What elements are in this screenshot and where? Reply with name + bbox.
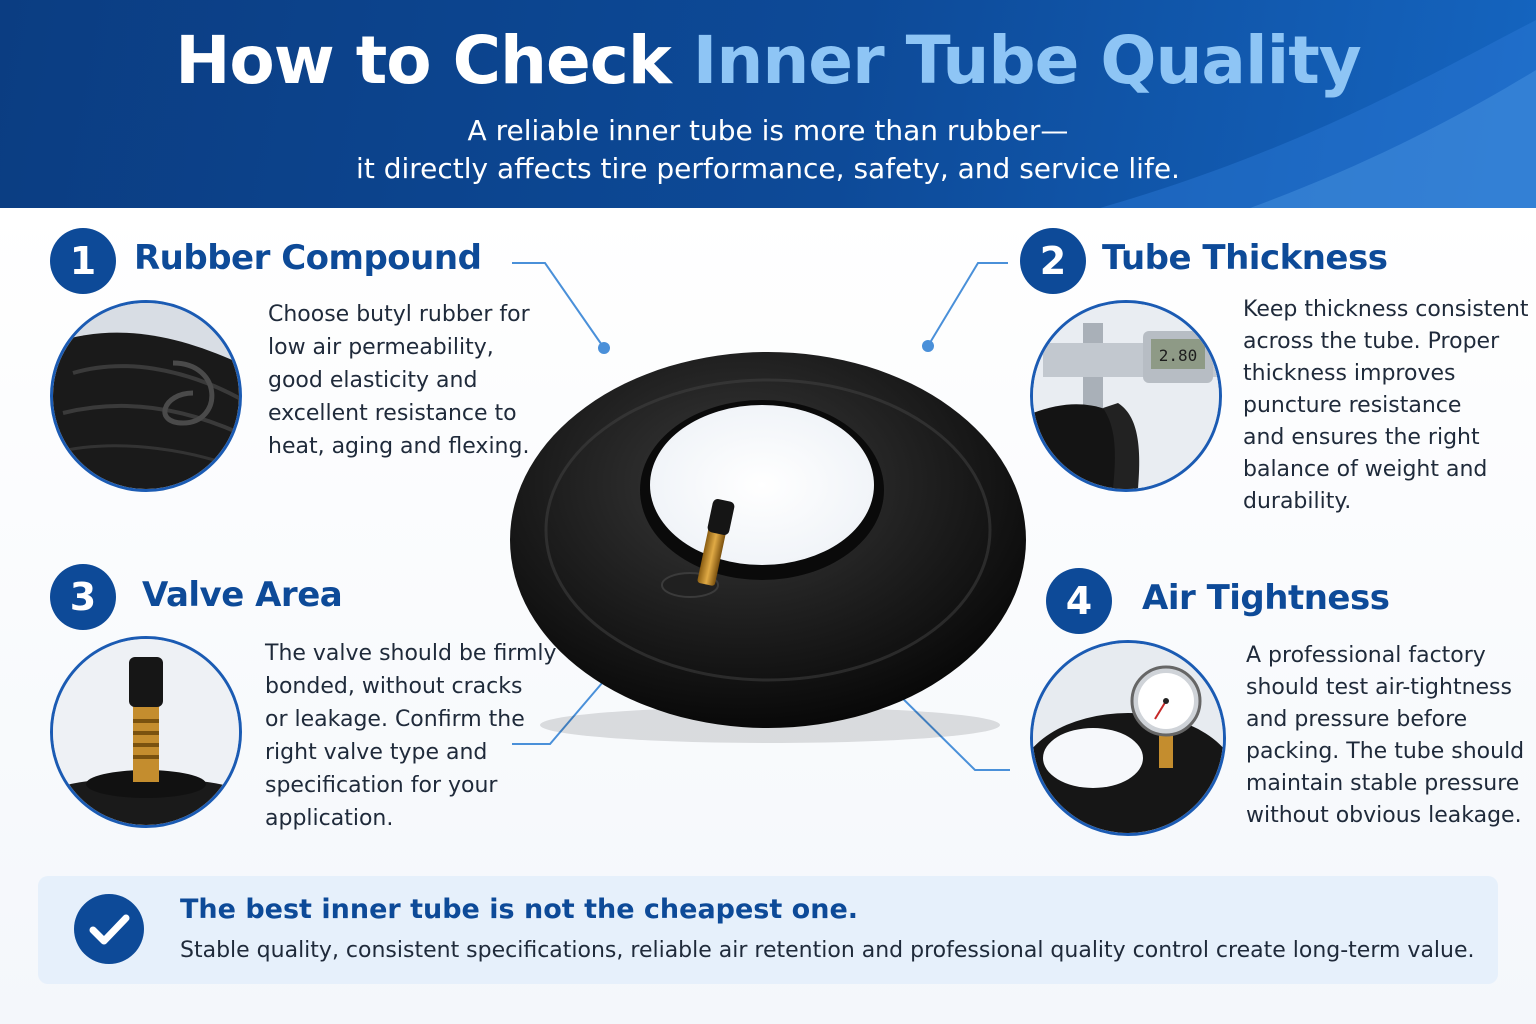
section-1-line: Choose butyl rubber for bbox=[268, 302, 530, 327]
section-4-badge: 4 bbox=[1046, 568, 1112, 634]
section-4-line: packing. The tube should bbox=[1246, 739, 1525, 764]
title-accent: Inner Tube Quality bbox=[692, 22, 1362, 99]
section-2-title: Tube Thickness bbox=[1102, 238, 1388, 278]
section-1-line: excellent resistance to bbox=[268, 401, 517, 426]
rubber-sheet-image bbox=[50, 300, 242, 492]
section-4-body: A professional factory should test air-t… bbox=[1246, 640, 1524, 832]
section-3-line: bonded, without cracks bbox=[265, 674, 523, 699]
section-2-body: Keep thickness consistent across the tub… bbox=[1243, 294, 1529, 518]
section-1-title: Rubber Compound bbox=[134, 238, 482, 278]
pressure-gauge-image bbox=[1030, 640, 1226, 836]
summary-text: Stable quality, consistent specification… bbox=[180, 938, 1475, 963]
section-1-line: low air permeability, bbox=[268, 335, 494, 360]
section-1-badge: 1 bbox=[50, 228, 116, 294]
section-3-line: specification for your bbox=[265, 773, 498, 798]
section-3-title: Valve Area bbox=[142, 575, 343, 615]
section-3-line: application. bbox=[265, 806, 394, 831]
section-1-line: heat, aging and flexing. bbox=[268, 434, 530, 459]
section-4-line: and pressure before bbox=[1246, 707, 1468, 732]
section-3-body: The valve should be firmly bonded, witho… bbox=[265, 637, 557, 835]
section-2-badge: 2 bbox=[1020, 228, 1086, 294]
section-2-line: balance of weight and bbox=[1243, 457, 1488, 482]
section-2-line: durability. bbox=[1243, 489, 1352, 514]
section-2-line: puncture resistance bbox=[1243, 393, 1462, 418]
page-subtitle: A reliable inner tube is more than rubbe… bbox=[0, 112, 1536, 188]
section-3-line: right valve type and bbox=[265, 740, 488, 765]
caliper-image: 2.80 bbox=[1030, 300, 1222, 492]
section-2-line: Keep thickness consistent bbox=[1243, 297, 1529, 322]
section-4-line: A professional factory bbox=[1246, 643, 1486, 668]
section-4-line: maintain stable pressure bbox=[1246, 771, 1520, 796]
summary-title: The best inner tube is not the cheapest … bbox=[180, 894, 859, 925]
inner-tube-illustration bbox=[510, 352, 1026, 743]
check-icon bbox=[74, 894, 144, 964]
section-4-title: Air Tightness bbox=[1142, 578, 1390, 618]
subtitle-line-1: A reliable inner tube is more than rubbe… bbox=[467, 114, 1069, 147]
valve-stem-icon bbox=[53, 639, 239, 825]
header-banner: How to Check Inner Tube Quality A reliab… bbox=[0, 0, 1536, 208]
section-3-line: The valve should be firmly bbox=[265, 641, 557, 666]
page-title: How to Check Inner Tube Quality bbox=[0, 22, 1536, 99]
pressure-gauge-icon bbox=[1033, 643, 1223, 833]
section-4-line: should test air-tightness bbox=[1246, 675, 1512, 700]
caliper-readout: 2.80 bbox=[1159, 346, 1198, 365]
section-3-line: or leakage. Confirm the bbox=[265, 707, 525, 732]
rubber-sheet-icon bbox=[53, 303, 239, 489]
section-1-line: good elasticity and bbox=[268, 368, 478, 393]
section-1-body: Choose butyl rubber for low air permeabi… bbox=[268, 298, 530, 463]
header-swoosh-decoration bbox=[1100, 20, 1536, 208]
section-3-badge: 3 bbox=[50, 564, 116, 630]
subtitle-line-2: it directly affects tire performance, sa… bbox=[356, 152, 1180, 185]
valve-stem-image bbox=[50, 636, 242, 828]
section-2-line: across the tube. Proper bbox=[1243, 329, 1500, 354]
section-2-line: and ensures the right bbox=[1243, 425, 1480, 450]
section-2-line: thickness improves bbox=[1243, 361, 1456, 386]
caliper-icon: 2.80 bbox=[1033, 303, 1219, 489]
section-4-line: without obvious leakage. bbox=[1246, 803, 1522, 828]
title-main: How to Check bbox=[175, 22, 672, 99]
summary-callout: The best inner tube is not the cheapest … bbox=[38, 876, 1498, 984]
